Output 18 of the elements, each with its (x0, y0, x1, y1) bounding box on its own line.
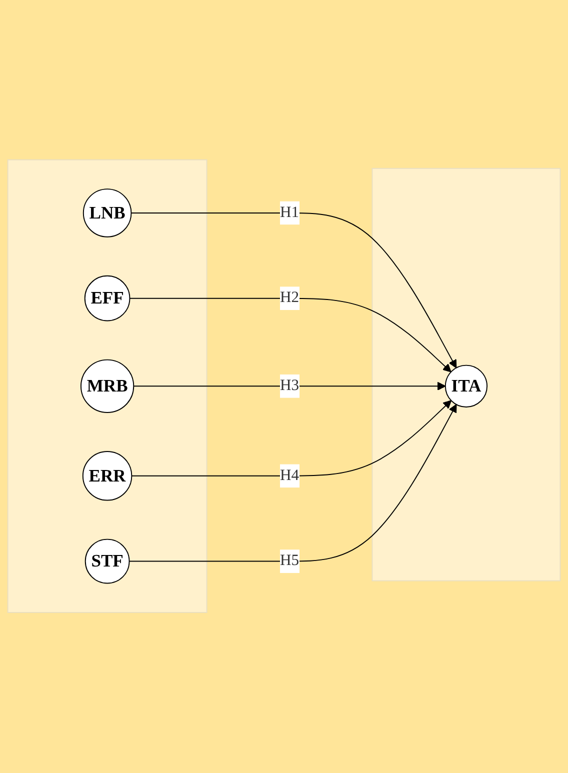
edge-label: H3 (280, 378, 300, 394)
arrow (128, 404, 457, 562)
cluster (7, 160, 208, 614)
arrow (131, 400, 452, 477)
arrow (129, 298, 452, 373)
edge-label: H4 (280, 467, 300, 484)
node-circle: STF (84, 539, 130, 584)
arrow (130, 212, 457, 369)
node-circle: ITA (444, 365, 488, 408)
cluster (372, 168, 561, 582)
edge-label: H1 (280, 204, 300, 222)
node-circle: ERR (82, 451, 132, 502)
edge-label: H5 (280, 552, 300, 570)
node-circle: EFF (84, 276, 130, 322)
arrow (133, 382, 446, 391)
node-circle: LNB (82, 188, 132, 238)
node-circle: MRB (80, 360, 134, 414)
edge-label: H2 (280, 290, 300, 306)
